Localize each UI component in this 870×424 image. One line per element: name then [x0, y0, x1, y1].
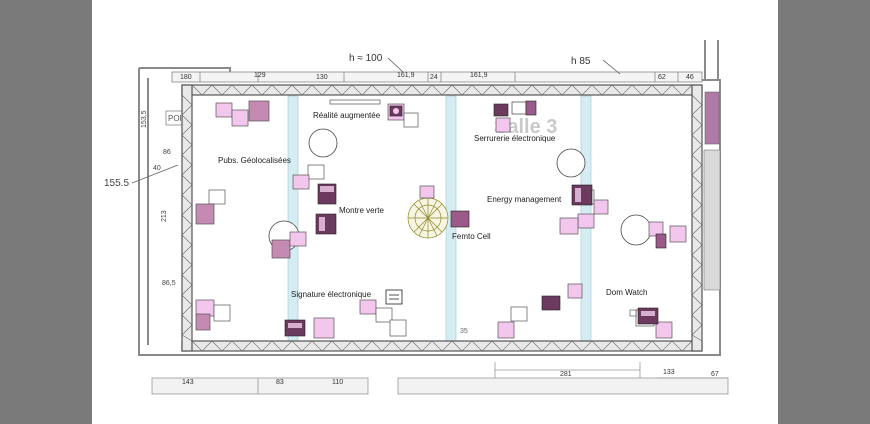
stand-label-serrurerie-electronique: Serrurerie électronique: [474, 134, 556, 143]
stand-label-dom-watch: Dom Watch: [606, 288, 648, 297]
top-dim-62: 62: [658, 74, 666, 81]
top-dimension-strip: [171, 71, 703, 83]
stand-box: [208, 189, 226, 205]
right-door-panel: [704, 91, 720, 145]
stand-box: [213, 304, 231, 322]
height-note-85: h 85: [571, 56, 591, 67]
truss-frame: [181, 84, 703, 352]
stand-box: [231, 109, 249, 127]
stand-box: [195, 203, 215, 225]
stand-box: [497, 321, 515, 339]
right-wall-recess: [703, 149, 721, 291]
stand-box: [359, 299, 377, 315]
top-dim-161-9b: 161,9: [470, 72, 488, 79]
stand-label-montre-verte: Montre verte: [339, 206, 384, 215]
stand-box: [271, 239, 291, 259]
stand-box: [195, 299, 215, 317]
stand-box: [510, 306, 528, 322]
lock-icon: [493, 100, 537, 117]
stand-label-signature-electronique: Signature électronique: [291, 290, 372, 299]
stand-label-pubs-geolocalisees: Pubs. Géolocalisées: [218, 156, 291, 165]
poi-label: POI: [168, 114, 182, 123]
stand-box: [593, 199, 609, 215]
left-dim-86-5: 86,5: [162, 280, 176, 287]
stand-box: [389, 319, 407, 337]
top-dim-130: 130: [316, 74, 328, 81]
left-dim-40: 40: [153, 165, 161, 172]
watch-icon: [315, 183, 337, 235]
left-dim-213: 213: [161, 210, 168, 222]
stand-label-energy-management: Energy management: [487, 195, 562, 204]
top-dim-24: 24: [430, 74, 438, 81]
energy-icon: [571, 184, 593, 206]
left-dim-155-5: 155.5: [104, 178, 129, 189]
round-table: [308, 128, 338, 158]
ar-device-icon: [389, 105, 403, 117]
round-table: [620, 214, 652, 246]
stand-box: [195, 313, 211, 331]
stand-box: [419, 185, 435, 199]
bottom-dim-110: 110: [332, 379, 343, 386]
bottom-adjacent-area: [151, 362, 729, 395]
stand-box: [495, 117, 511, 133]
antenna-icon: [407, 197, 449, 239]
stand-box: [307, 164, 325, 180]
stand-label-realite-augmentee: Réalité augmentée: [313, 111, 381, 120]
top-dim-129: 129: [254, 72, 266, 79]
bottom-dim-133: 133: [663, 369, 675, 376]
bottom-dim-35: 35: [460, 328, 468, 335]
height-note-100: h ≈ 100: [349, 53, 383, 64]
stand-label-femto-cell: Femto Cell: [452, 232, 491, 241]
round-table: [556, 148, 586, 178]
bottom-dim-143: 143: [182, 379, 194, 386]
stand-box: [292, 174, 310, 190]
top-dim-161-9a: 161,9: [397, 72, 415, 79]
stand-box: [567, 283, 583, 299]
stand-box: [313, 317, 335, 339]
stand-box: [248, 100, 270, 122]
left-dim-86: 86: [163, 149, 171, 156]
stand-box: [375, 307, 393, 323]
stand-box: [289, 231, 307, 247]
top-dim-46: 46: [686, 74, 694, 81]
left-dim-153-5: 153,5: [141, 110, 148, 128]
stand-box: [559, 217, 579, 235]
stand-box: [403, 112, 419, 128]
stand-box: [577, 213, 595, 229]
bottom-dim-83: 83: [276, 379, 284, 386]
bottom-dim-281: 281: [560, 371, 572, 378]
stand-box: [669, 225, 687, 243]
signature-icon: [284, 289, 403, 337]
top-dim-180: 180: [180, 74, 192, 81]
stand-box: [215, 102, 233, 118]
stand-box: [655, 321, 673, 339]
ceiling-rail: [329, 99, 381, 105]
home-monitor-icon: [541, 233, 667, 325]
bottom-dim-67: 67: [711, 371, 719, 378]
femto-equipment-icon: [450, 210, 470, 228]
